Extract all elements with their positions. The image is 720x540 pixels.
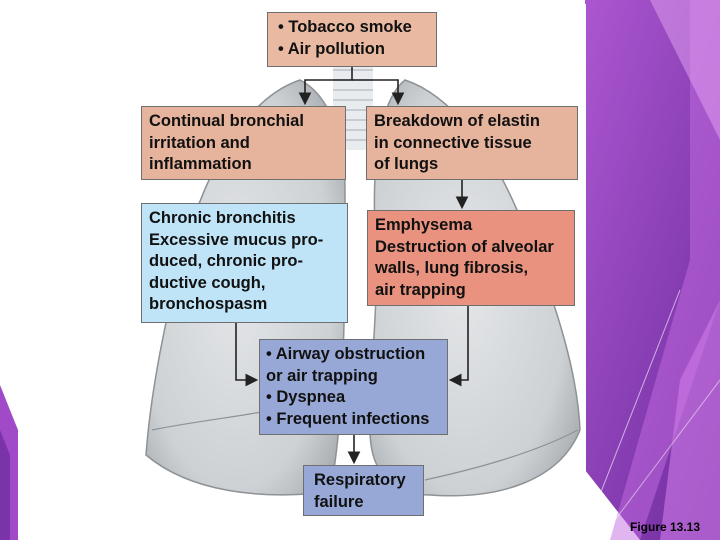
figure-caption: Figure 13.13 (630, 520, 701, 534)
effects-box: • Airway obstruction or air trapping • D… (259, 339, 448, 435)
elastin-box: Breakdown of elastin in connective tissu… (366, 106, 578, 180)
arrow-emphysema-to-effects (448, 306, 469, 387)
respiratory-failure-box: Respiratory failure (303, 465, 424, 516)
emphysema-box: Emphysema Destruction of alveolar walls,… (367, 210, 575, 306)
arrow-bronchitis-to-effects (235, 323, 259, 387)
chronic-bronchitis-box: Chronic bronchitis Excessive mucus pro- … (141, 203, 348, 323)
causes-box: • Tobacco smoke • Air pollution (267, 12, 437, 67)
arrow-causes-split (298, 67, 353, 106)
irritation-box: Continual bronchial irritation and infla… (141, 106, 346, 180)
